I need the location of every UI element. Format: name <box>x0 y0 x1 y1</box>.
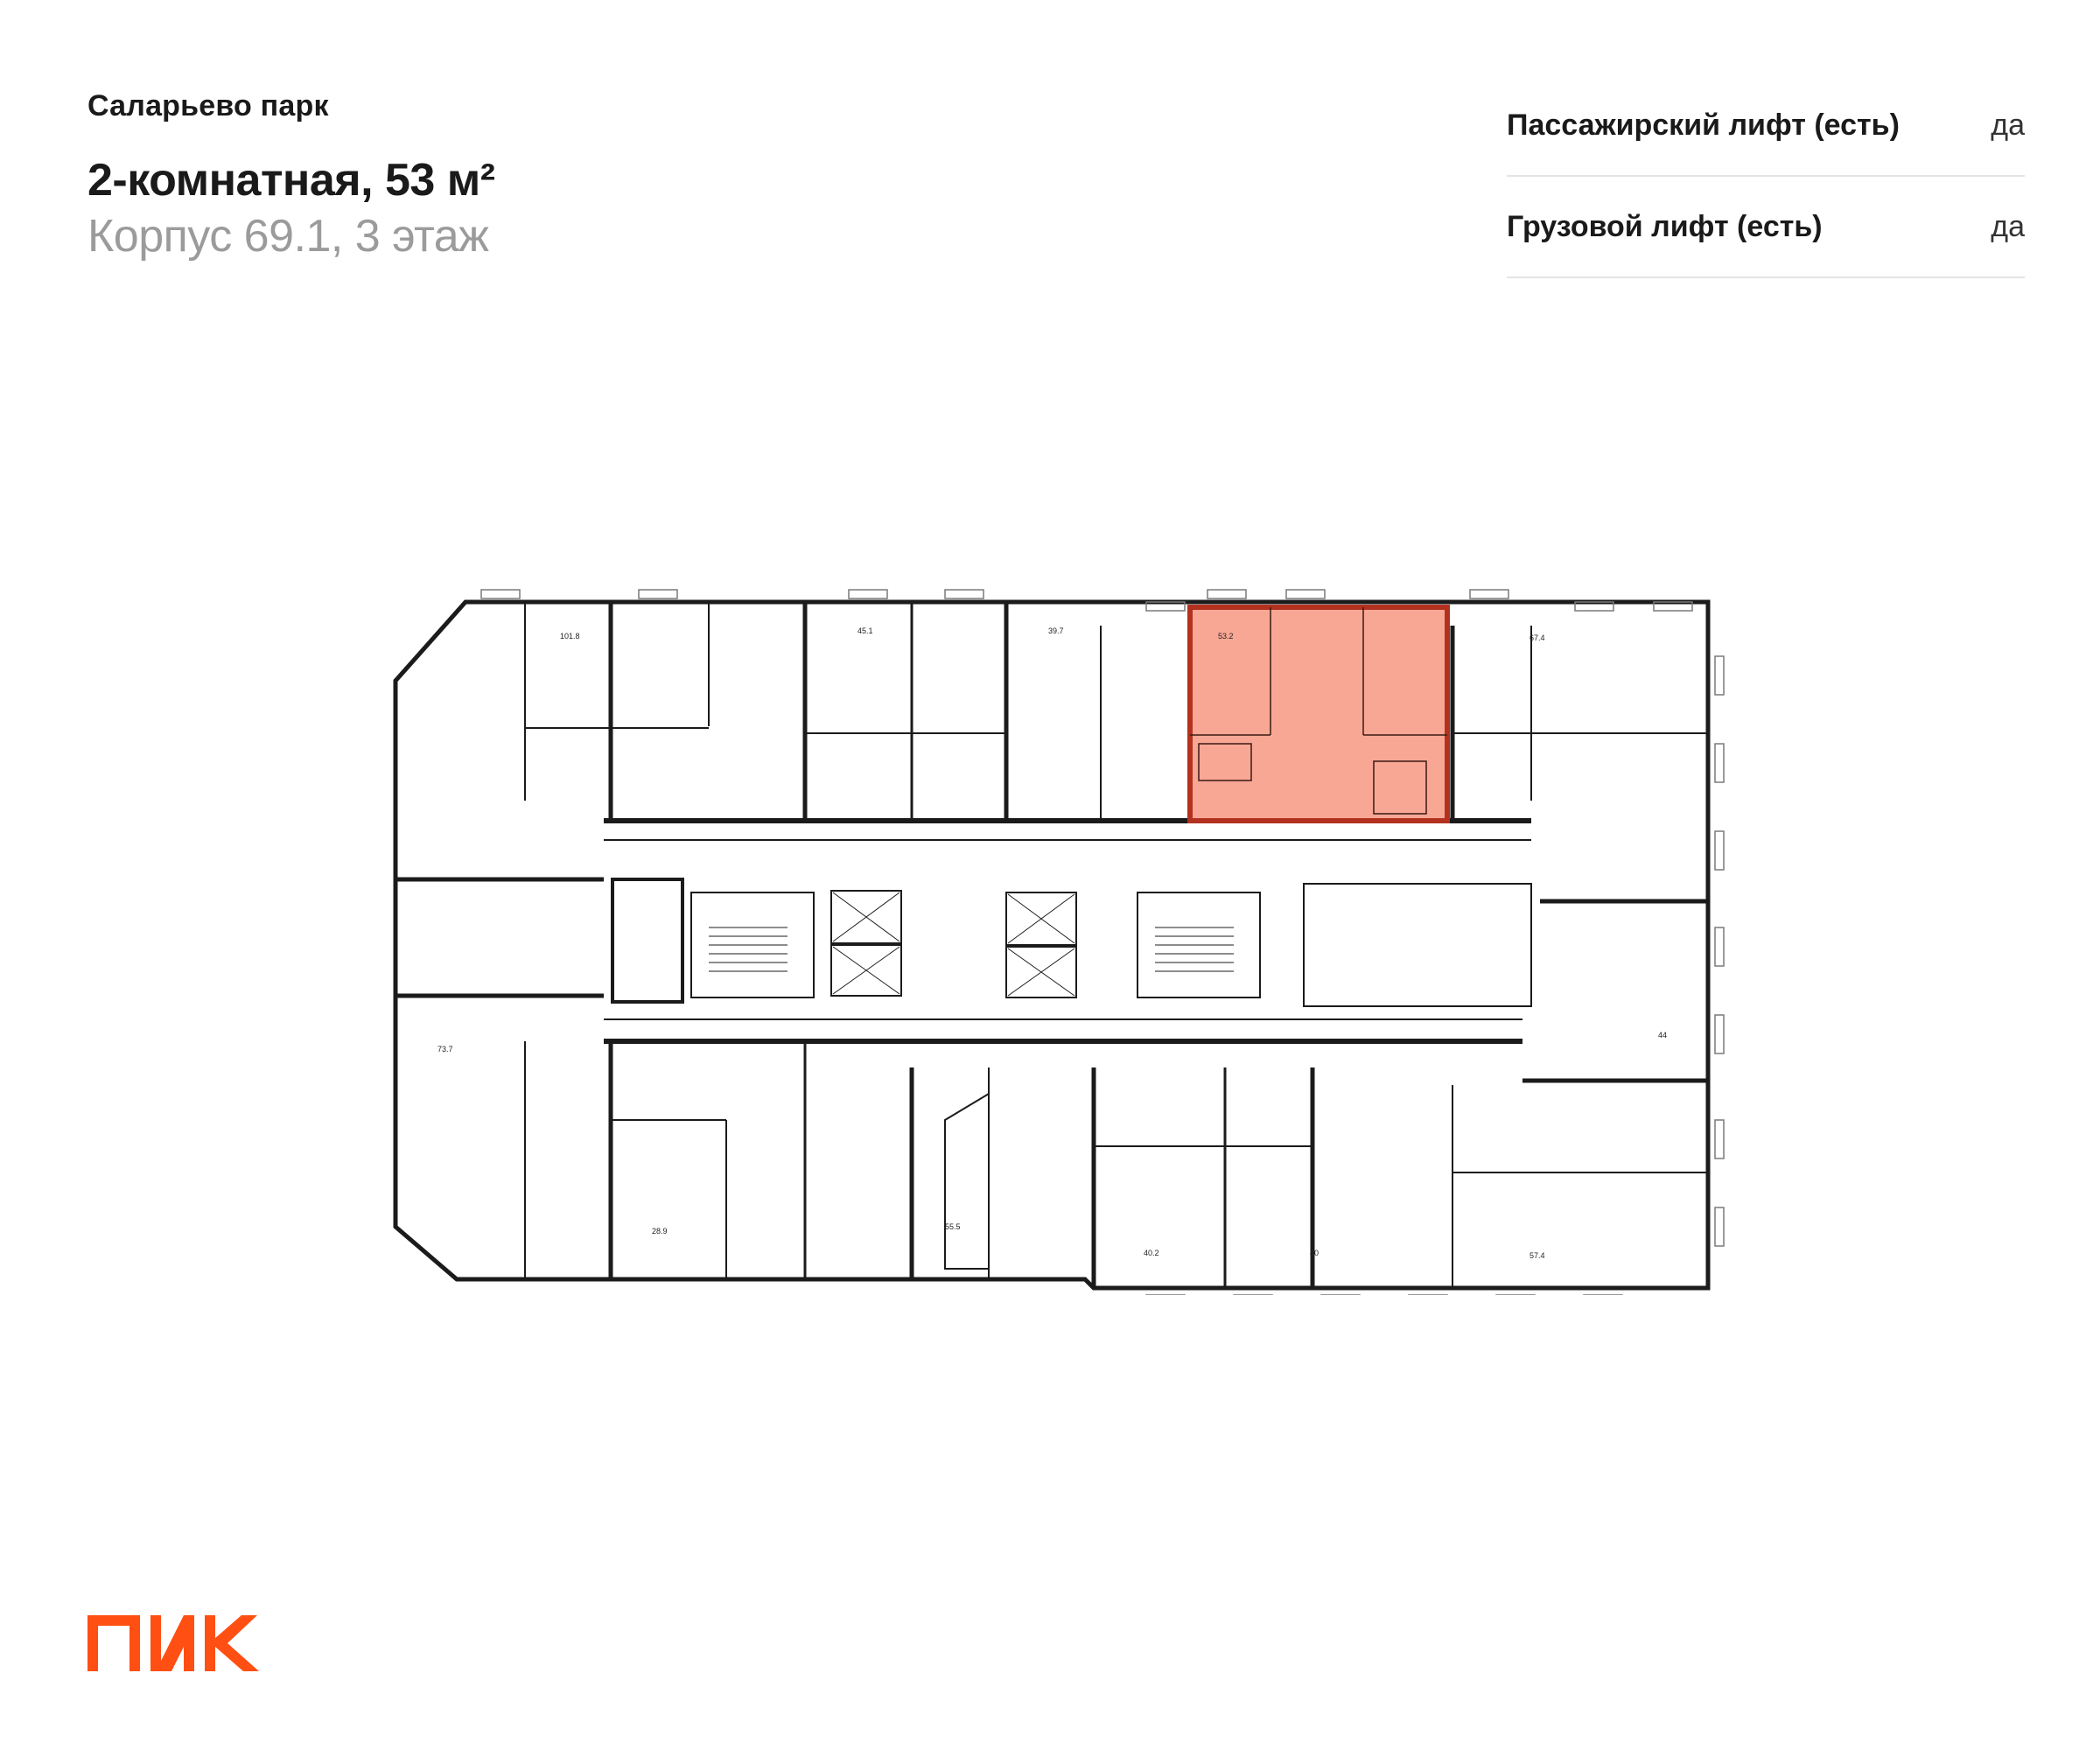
unit-area: 40.2 <box>1144 1249 1159 1257</box>
unit-area: 57.4 <box>1530 1251 1545 1260</box>
feature-label: Грузовой лифт (есть) <box>1507 209 1823 243</box>
unit-area: 40 <box>1310 1249 1319 1257</box>
unit-area: 44 <box>1658 1031 1667 1040</box>
unit-area: 55.5 <box>945 1222 961 1231</box>
pik-logo <box>88 1615 259 1671</box>
feature-freight-lift: Грузовой лифт (есть) да <box>1507 177 2025 278</box>
apartment-subtitle: Корпус 69.1, 3 этаж <box>88 211 489 262</box>
unit-area: 73.7 <box>438 1045 453 1054</box>
unit-area: 67.4 <box>1530 634 1545 642</box>
feature-value: да <box>1991 108 2025 142</box>
unit-area: 101.8 <box>560 632 580 640</box>
unit-area: 45.1 <box>858 626 873 635</box>
feature-label: Пассажирский лифт (есть) <box>1507 108 1900 142</box>
project-name: Саларьево парк <box>88 89 329 122</box>
feature-passenger-lift: Пассажирский лифт (есть) да <box>1507 75 2025 177</box>
feature-value: да <box>1991 209 2025 243</box>
selected-apartment[interactable] <box>1187 605 1450 823</box>
unit-area: 28.9 <box>652 1227 668 1236</box>
unit-area: 39.7 <box>1048 626 1064 635</box>
floor-plan: 101.8 45.1 39.7 53.2 67.4 73.7 44 28.9 5… <box>393 589 1725 1295</box>
unit-area: 53.2 <box>1218 632 1234 640</box>
features-list: Пассажирский лифт (есть) да Грузовой лиф… <box>1507 75 2025 278</box>
apartment-title: 2-комнатная, 53 м² <box>88 155 495 206</box>
